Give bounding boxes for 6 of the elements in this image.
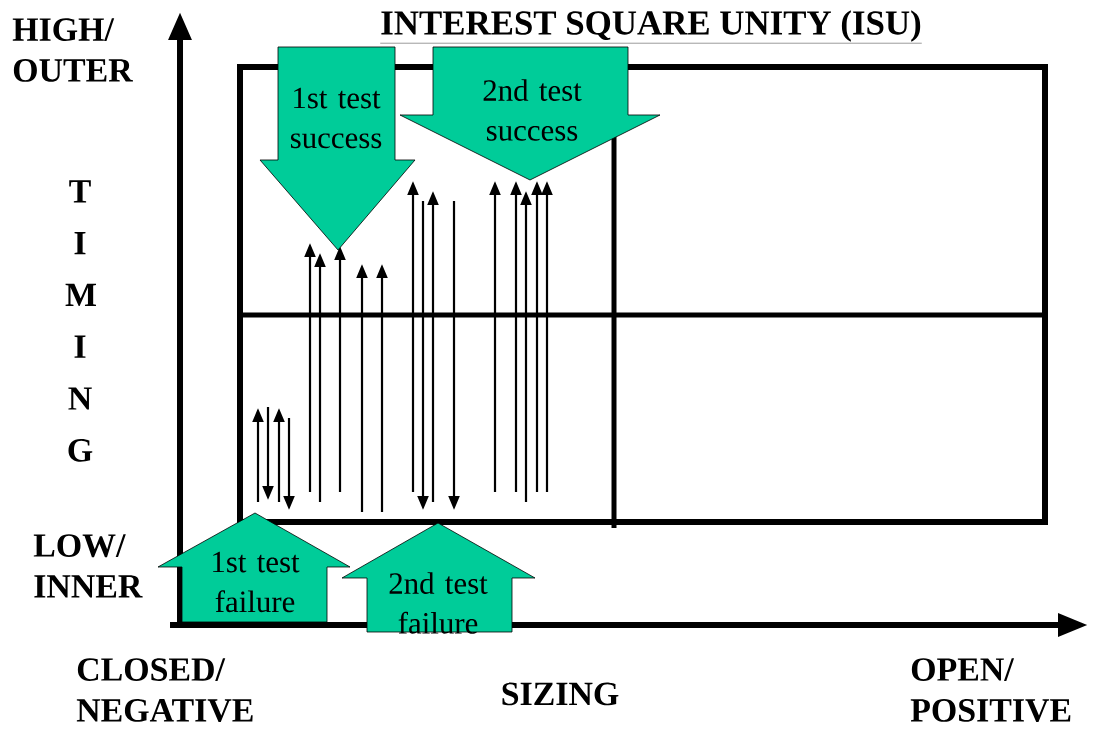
axis-label: CLOSED/ NEGATIVE (76, 658, 253, 722)
axis-title: SIZING (502, 682, 619, 706)
axis-title: T I M I N G (65, 180, 96, 462)
title: INTEREST SQUARE UNITY (ISU) (380, 10, 922, 44)
axis-label: OPEN/ POSITIVE (910, 658, 1071, 722)
axis-label: HIGH/ OUTER (12, 18, 133, 82)
